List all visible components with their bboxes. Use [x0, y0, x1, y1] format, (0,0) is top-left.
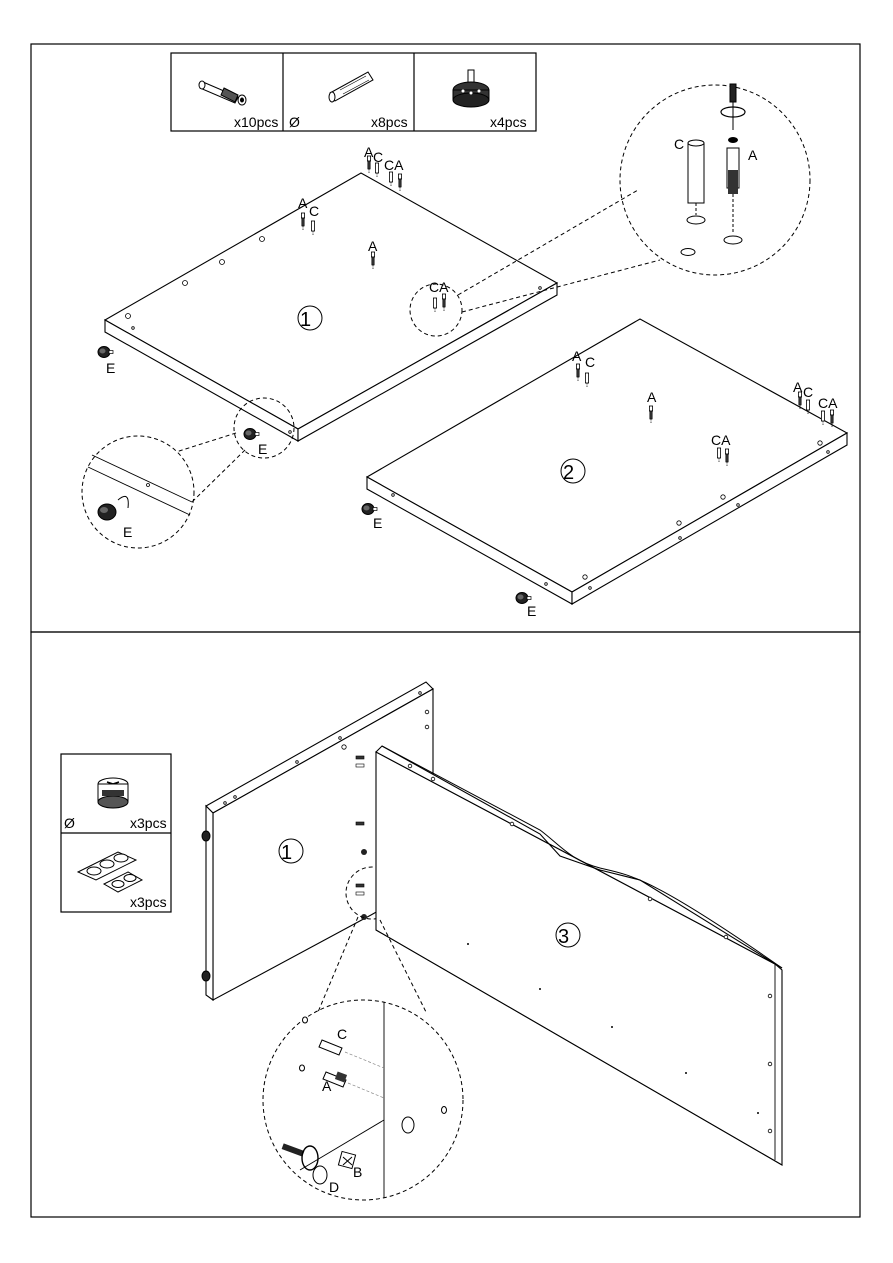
wood-dowel-icon [328, 71, 374, 103]
zoom-label-E: E [123, 524, 132, 540]
detail-leader-3 [317, 916, 359, 1013]
label-C-3: C [585, 354, 595, 370]
panel-1-step2-number-circle [278, 838, 304, 864]
adjustable-foot-qty: x4pcs [490, 114, 527, 130]
label-A-6: A [793, 379, 803, 395]
adjustable-foot-icon [452, 69, 490, 108]
detail-zoom-foot [81, 435, 195, 549]
zoom-label-A-2: A [322, 1078, 332, 1094]
zoom-label-D: D [329, 1179, 339, 1195]
foot-E-1 [97, 346, 114, 358]
detail-leader-2 [461, 259, 661, 313]
panel-3-number-circle [555, 922, 581, 948]
panel-1-step2-number: 1 [281, 842, 292, 864]
panel-2-board [365, 318, 849, 605]
wood-dowel-qty: x8pcs [371, 114, 408, 130]
panel-3-number: 3 [558, 926, 569, 948]
parts-box-step1: x10pcs Ø x8pcs x4pcs [170, 52, 537, 132]
dowel-symbol: Ø [289, 114, 300, 130]
panel-1-number: 1 [300, 309, 311, 331]
foot-leader-2 [191, 449, 246, 503]
cam-lock-icon [97, 777, 129, 809]
label-A-5: A [647, 389, 657, 405]
zoom-label-B: B [353, 1164, 362, 1180]
foot-side-2 [201, 970, 211, 982]
cover-caps-icon [76, 851, 144, 893]
panel-1-number-circle [297, 305, 323, 331]
cover-caps-qty: x3pcs [130, 894, 167, 910]
cam-bolt-qty: x10pcs [234, 114, 278, 130]
step-2-frame [30, 631, 861, 1218]
zoom-label-C: C [674, 136, 684, 152]
detail-zoom-dowel-bolt [619, 83, 811, 276]
panel-3-board [375, 745, 783, 1166]
zoom-label-C-2: C [337, 1026, 347, 1042]
label-CA-2: CA [429, 279, 449, 295]
detail-leader-4 [379, 919, 427, 1013]
label-A-3: A [368, 238, 378, 254]
label-A-2: A [298, 195, 308, 211]
label-A-1: A [364, 144, 374, 160]
foot-leader-1 [175, 432, 237, 453]
label-E-2: E [258, 441, 267, 457]
foot-E-3 [361, 503, 378, 515]
cam-bolt-icon [198, 80, 247, 106]
foot-E-2 [243, 428, 260, 440]
label-E-3: E [373, 515, 382, 531]
zoom-label-A: A [748, 147, 758, 163]
panel-2-number-circle [560, 458, 586, 484]
cam-lock-qty: x3pcs [130, 815, 167, 831]
label-A-4: A [572, 348, 582, 364]
panel-1-board [103, 172, 559, 442]
detail-zoom-cam-lock [262, 999, 464, 1201]
cam-lock-symbol: Ø [64, 815, 75, 831]
label-CA-4: CA [818, 395, 838, 411]
label-C-1: C [373, 149, 383, 165]
detail-marker-foot [233, 397, 295, 459]
label-E-4: E [527, 603, 536, 619]
parts-box-step2: Ø x3pcs x3pcs [60, 753, 172, 913]
panel-2-number: 2 [563, 462, 574, 484]
foot-side-1 [201, 830, 211, 842]
label-C-4: C [803, 384, 813, 400]
label-CA-1: CA [384, 157, 404, 173]
foot-E-4 [515, 592, 532, 604]
label-E-1: E [106, 360, 115, 376]
panel-joint-fittings [355, 755, 367, 920]
detail-marker-small [409, 283, 463, 337]
label-CA-3: CA [711, 432, 731, 448]
label-C-2: C [309, 203, 319, 219]
